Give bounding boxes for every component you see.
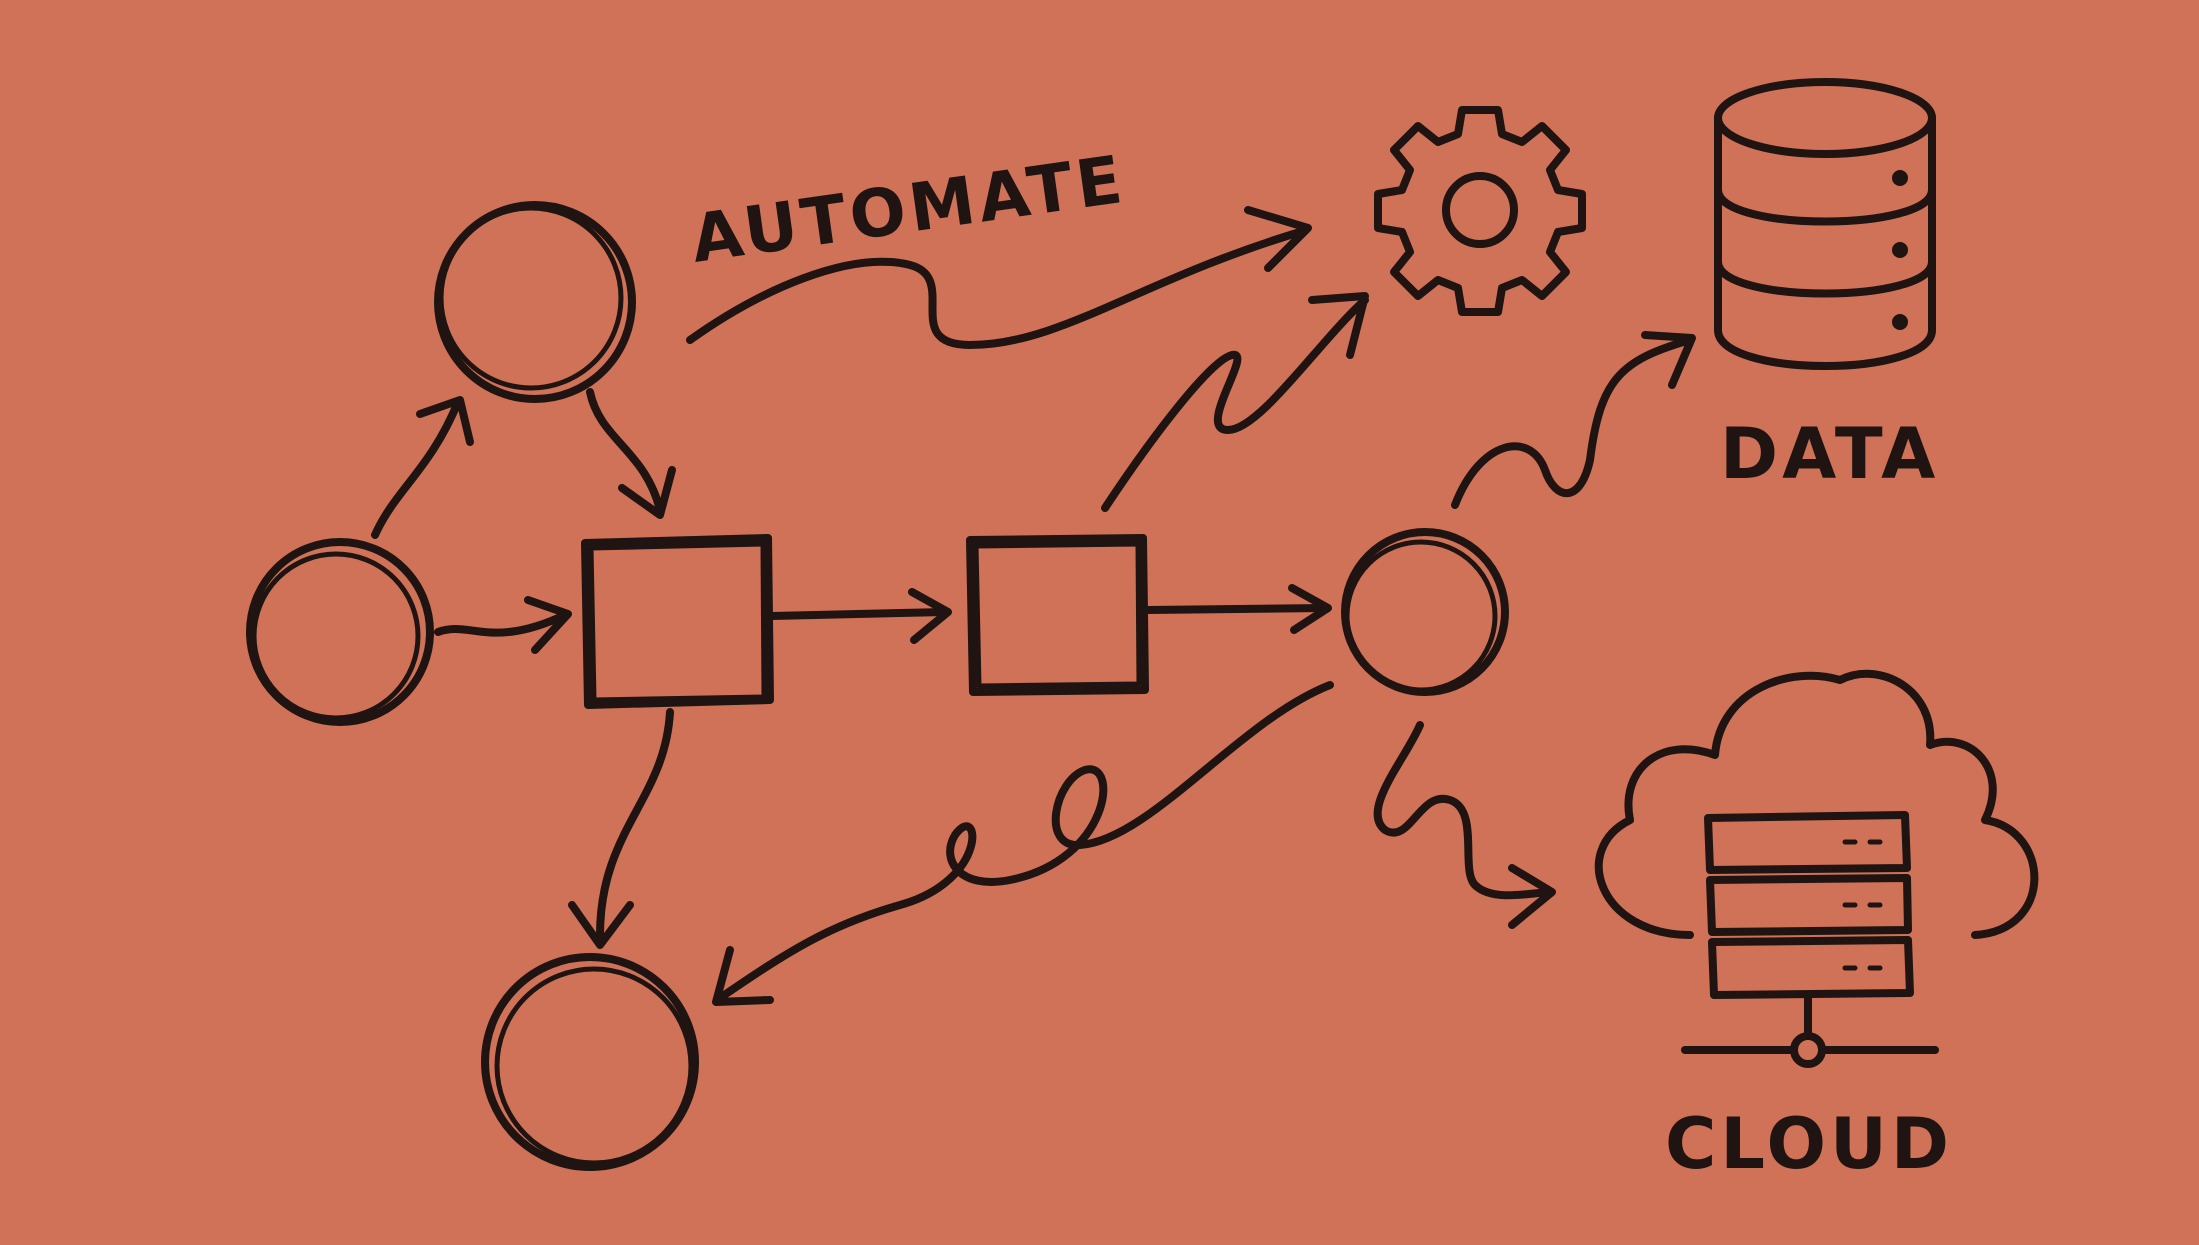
arrow-box-to-box: [768, 588, 952, 644]
label-cloud: CLOUD: [1665, 1103, 1953, 1185]
arrow-circle-to-cloud: [1373, 721, 1556, 929]
arrow-circle-to-data: [1451, 331, 1696, 509]
arrow-box-to-circle: [1144, 584, 1332, 634]
node-box-small: [966, 534, 1149, 696]
node-circle-bottom: [481, 953, 699, 1171]
database-icon: [1714, 78, 1936, 370]
node-circle-top: [434, 201, 636, 403]
arrow-box-to-gear: [1101, 292, 1369, 512]
arrow-top-to-box: [586, 388, 676, 519]
label-automate: AUTOMATE: [687, 141, 1131, 278]
node-circle-right: [1341, 528, 1509, 696]
arrow-left-to-top: [371, 396, 474, 539]
arrow-box-to-bottom: [568, 708, 674, 949]
server-rack: [1704, 811, 1914, 999]
arrow-left-to-box: [434, 596, 572, 654]
node-box-large: [581, 534, 774, 709]
arrow-automate: [686, 206, 1312, 349]
label-data: DATA: [1720, 413, 1939, 495]
gear-icon: [1374, 106, 1586, 316]
cloud-server-icon: [1594, 669, 2039, 1068]
arrow-loop-to-bottom: [712, 681, 1334, 1006]
node-circle-left: [246, 538, 434, 726]
